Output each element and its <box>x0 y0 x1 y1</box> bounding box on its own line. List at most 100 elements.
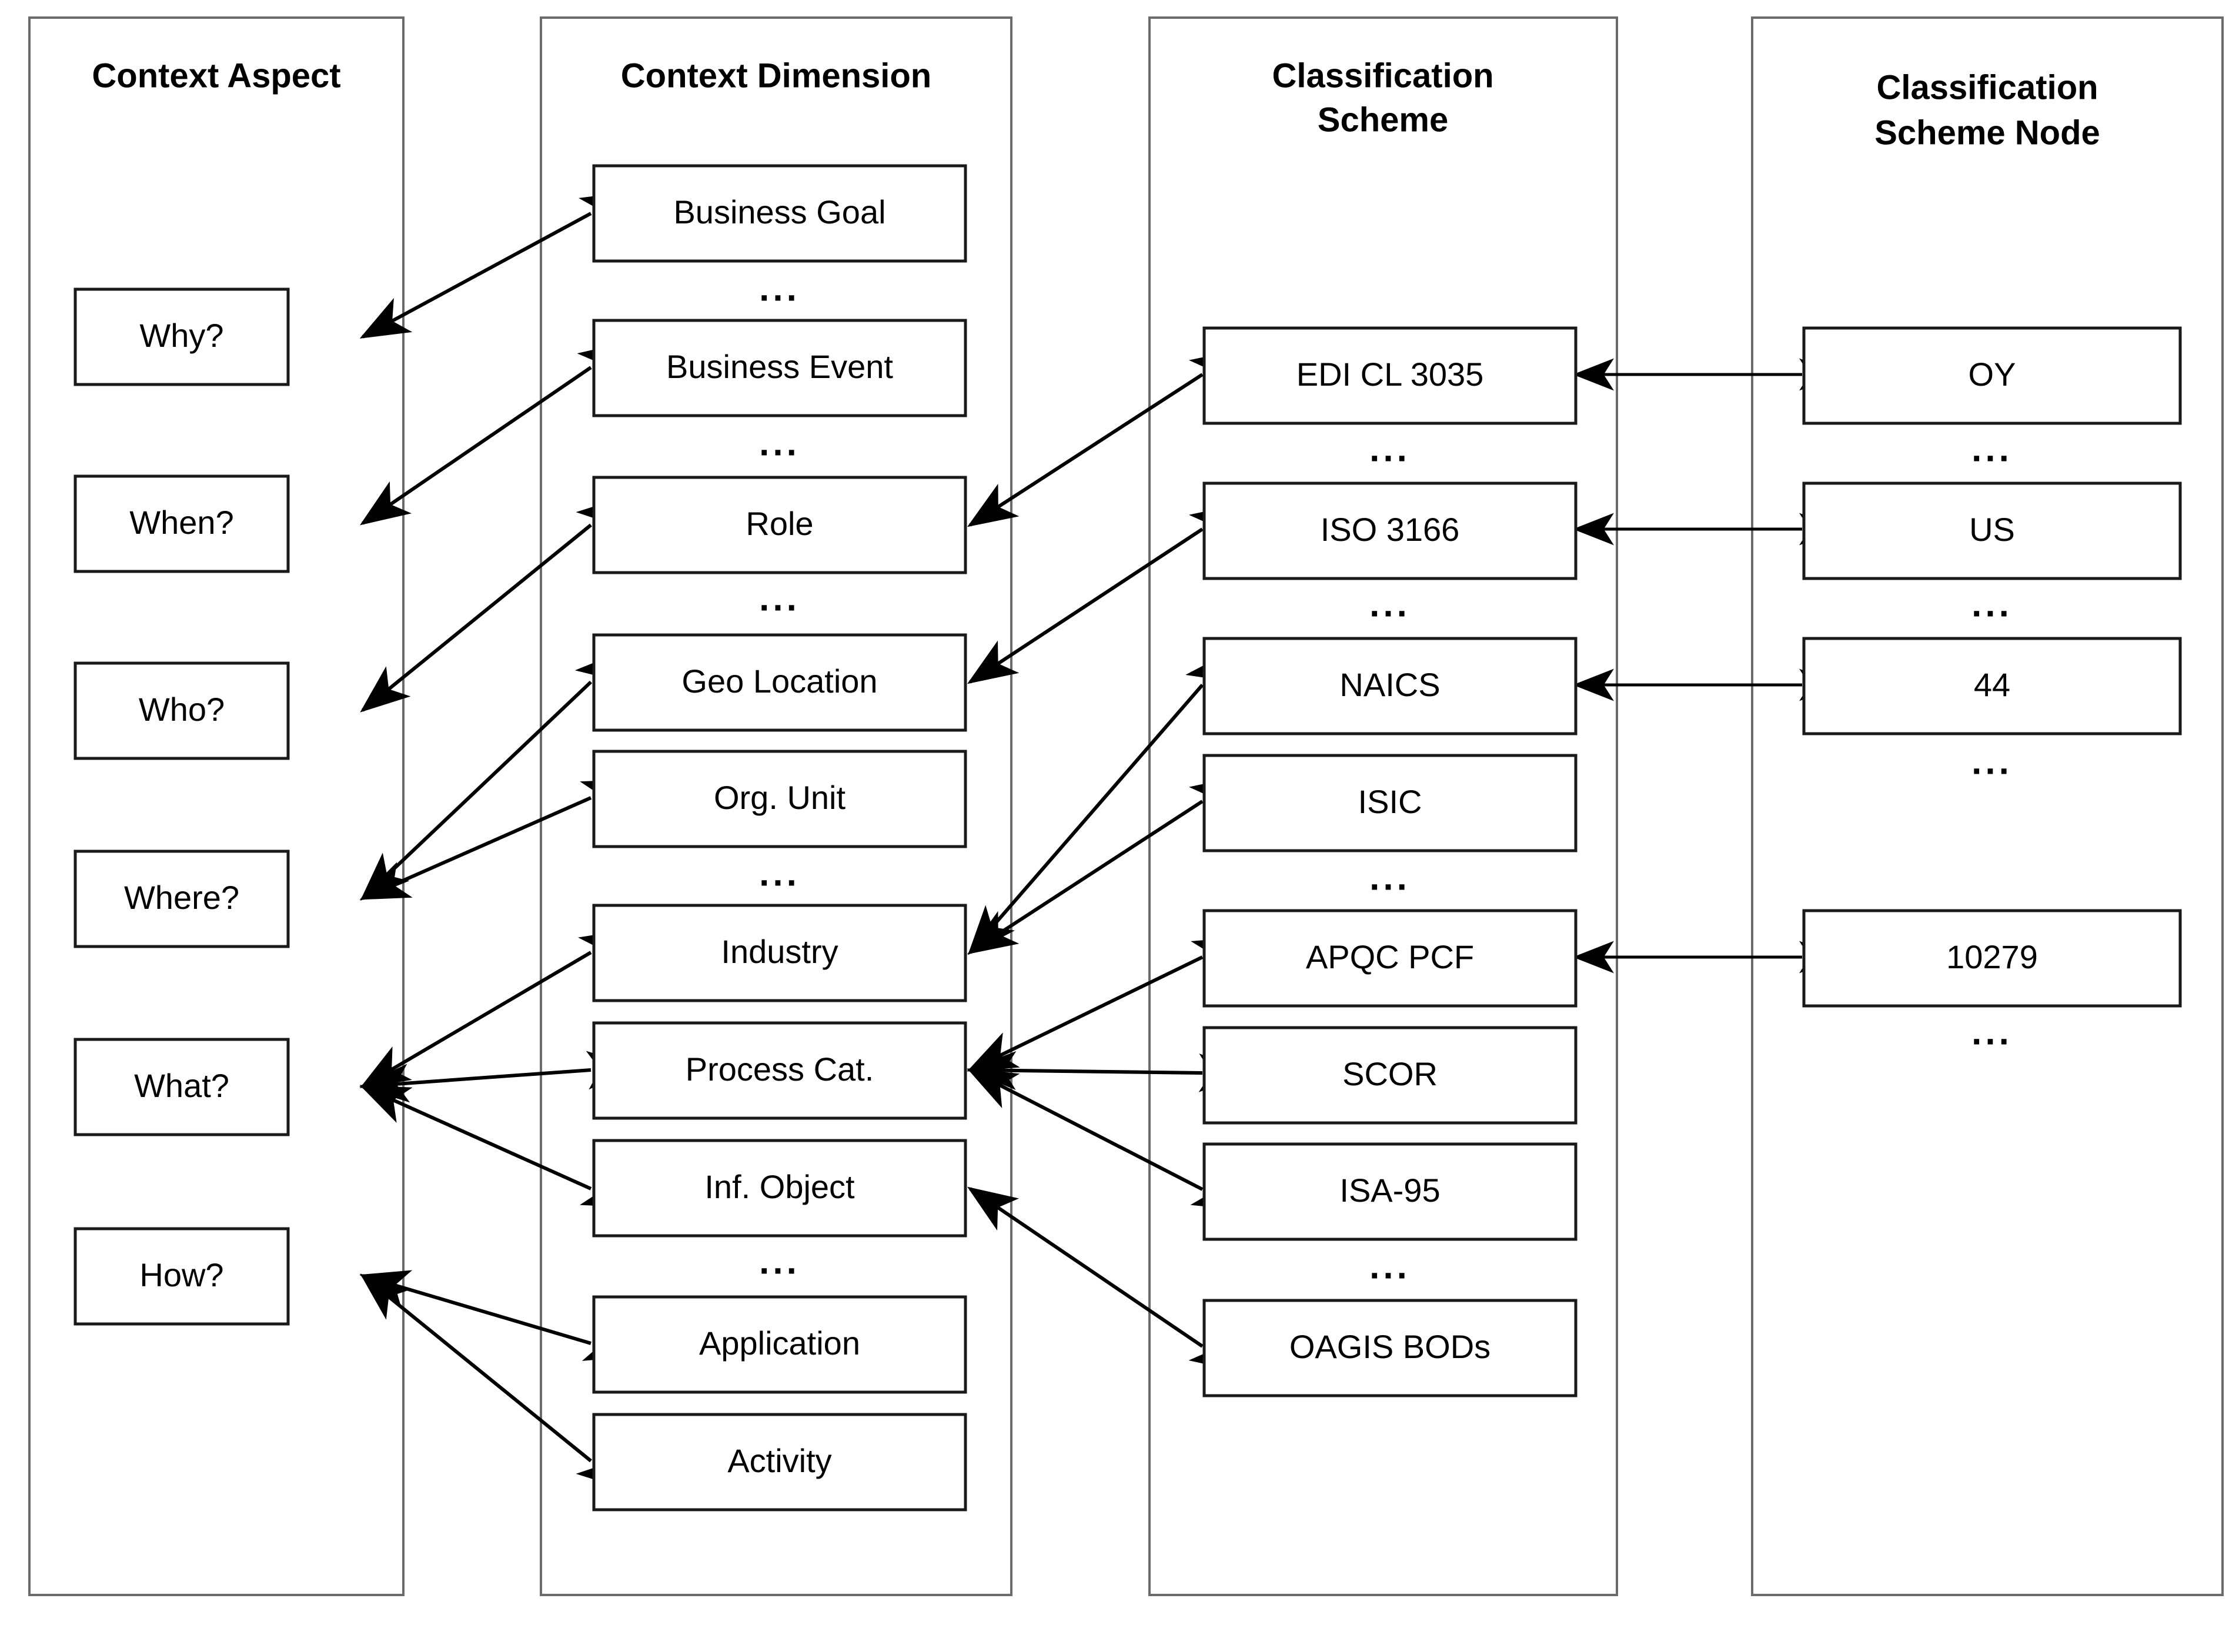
connector-org-unit-where <box>359 779 633 900</box>
column-classification-scheme-nodes: EDI CL 3035 ... ISO 3166 ... NAICS ISIC … <box>1202 326 1578 1397</box>
node-box-apqc-pcf[interactable] <box>1202 909 1578 1008</box>
node-box-isic[interactable] <box>1202 754 1578 852</box>
node-box-when[interactable] <box>73 474 290 573</box>
node-box-business-event[interactable] <box>592 319 967 417</box>
node-box-role[interactable] <box>592 476 967 574</box>
ellipsis-csn-3: ... <box>1971 741 2013 782</box>
node-business-goal[interactable]: Business Goal <box>592 164 967 263</box>
node-when[interactable]: When? <box>73 474 290 573</box>
connector-business-goal-why <box>359 191 631 339</box>
ellipsis-dim-1: ... <box>759 268 800 309</box>
node-box-activity[interactable] <box>592 1413 967 1511</box>
node-label-who: Who? <box>139 691 225 728</box>
node-box-isa-95[interactable] <box>1202 1142 1578 1241</box>
node-label-44: 44 <box>1974 666 2010 703</box>
node-box-geo-location[interactable] <box>592 633 967 732</box>
node-label-apqc-pcf: APQC PCF <box>1306 938 1474 975</box>
node-box-inf-object[interactable] <box>592 1139 967 1238</box>
node-label-application: Application <box>699 1325 860 1362</box>
node-box-iso-3166[interactable] <box>1202 481 1578 580</box>
node-box-why[interactable] <box>73 287 290 386</box>
connector-isa-95-process-cat <box>967 1068 1244 1210</box>
node-role[interactable]: Role <box>592 476 967 574</box>
connector-edi-cl-3035-role <box>967 349 1241 527</box>
ellipsis-cs-4: ... <box>1369 1246 1411 1286</box>
node-org-unit[interactable]: Org. Unit <box>592 750 967 848</box>
node-label-scor: SCOR <box>1342 1055 1438 1092</box>
node-box-application[interactable] <box>592 1295 967 1394</box>
node-how[interactable]: How? <box>73 1227 290 1326</box>
node-label-why: Why? <box>139 317 223 354</box>
ellipsis-csn-2: ... <box>1971 584 2013 624</box>
node-industry[interactable]: Industry <box>592 904 967 1002</box>
column-title-context-aspect: Context Aspect <box>92 56 340 95</box>
node-business-event[interactable]: Business Event <box>592 319 967 417</box>
node-where[interactable]: Where? <box>73 850 290 948</box>
column-context-dimension-nodes: Business Goal ... Business Event ... Rol… <box>592 164 967 1511</box>
node-box-naics[interactable] <box>1202 637 1578 735</box>
node-activity[interactable]: Activity <box>592 1413 967 1511</box>
node-label-when: When? <box>129 504 233 541</box>
node-box-business-goal[interactable] <box>592 164 967 263</box>
node-box-who[interactable] <box>73 661 290 760</box>
node-box-how[interactable] <box>73 1227 290 1326</box>
node-box-10279[interactable] <box>1802 909 2182 1008</box>
node-geo-location[interactable]: Geo Location <box>592 633 967 732</box>
ellipsis-dim-4: ... <box>759 853 800 894</box>
column-context-aspect-nodes: Why? When? Who? Where? What? How? <box>73 287 290 1326</box>
node-process-cat[interactable]: Process Cat. <box>592 1021 967 1120</box>
node-box-org-unit[interactable] <box>592 750 967 848</box>
ellipsis-cs-1: ... <box>1369 429 1411 469</box>
node-oagis-bods[interactable]: OAGIS BODs <box>1202 1299 1578 1397</box>
node-label-role: Role <box>746 505 813 542</box>
connector-process-cat-what <box>359 1051 637 1103</box>
node-who[interactable]: Who? <box>73 661 290 760</box>
node-application[interactable]: Application <box>592 1295 967 1394</box>
node-label-inf-object: Inf. Object <box>704 1168 855 1205</box>
node-label-edi-cl-3035: EDI CL 3035 <box>1296 356 1484 393</box>
ellipsis-dim-5: ... <box>759 1241 800 1282</box>
node-us[interactable]: US <box>1802 481 2182 580</box>
column-title-context-dimension: Context Dimension <box>621 56 932 95</box>
node-apqc-pcf[interactable]: APQC PCF <box>1202 909 1578 1008</box>
node-box-scor[interactable] <box>1202 1026 1578 1125</box>
node-label-where: Where? <box>124 879 239 916</box>
node-iso-3166[interactable]: ISO 3166 <box>1202 481 1578 580</box>
column-title-classification-scheme-line1: Classification <box>1272 56 1493 95</box>
node-edi-cl-3035[interactable]: EDI CL 3035 <box>1202 326 1578 425</box>
node-label-business-goal: Business Goal <box>673 193 885 230</box>
node-label-org-unit: Org. Unit <box>714 779 846 816</box>
node-label-activity: Activity <box>727 1442 831 1479</box>
node-box-where[interactable] <box>73 850 290 948</box>
ellipsis-cs-2: ... <box>1369 584 1411 624</box>
node-box-what[interactable] <box>73 1038 290 1136</box>
node-label-oagis-bods: OAGIS BODs <box>1289 1328 1491 1365</box>
ellipsis-csn-1: ... <box>1971 429 2013 469</box>
node-why[interactable]: Why? <box>73 287 290 386</box>
node-box-us[interactable] <box>1802 481 2182 580</box>
node-scor[interactable]: SCOR <box>1202 1026 1578 1125</box>
node-10279[interactable]: 10279 <box>1802 909 2182 1008</box>
node-label-isic: ISIC <box>1358 783 1422 820</box>
node-isic[interactable]: ISIC <box>1202 754 1578 852</box>
node-oy[interactable]: OY <box>1802 326 2182 425</box>
node-label-10279: 10279 <box>1946 938 2038 975</box>
node-box-44[interactable] <box>1802 637 2182 735</box>
node-box-edi-cl-3035[interactable] <box>1202 326 1578 425</box>
ellipsis-csn-4: ... <box>1971 1012 2013 1052</box>
node-box-process-cat[interactable] <box>592 1021 967 1120</box>
node-44[interactable]: 44 <box>1802 637 2182 735</box>
node-label-what: What? <box>134 1067 229 1104</box>
node-box-oy[interactable] <box>1802 326 2182 425</box>
node-box-industry[interactable] <box>592 904 967 1002</box>
node-naics[interactable]: NAICS <box>1202 637 1578 735</box>
node-isa-95[interactable]: ISA-95 <box>1202 1142 1578 1241</box>
node-box-oagis-bods[interactable] <box>1202 1299 1578 1397</box>
column-title-classification-scheme-node-line2: Scheme Node <box>1874 113 2100 152</box>
connector-inf-object-what <box>359 1085 633 1208</box>
node-label-naics: NAICS <box>1339 666 1440 703</box>
node-label-iso-3166: ISO 3166 <box>1321 511 1460 548</box>
node-inf-object[interactable]: Inf. Object <box>592 1139 967 1238</box>
node-what[interactable]: What? <box>73 1038 290 1136</box>
column-frame-classification-scheme-node <box>1751 16 2224 1596</box>
